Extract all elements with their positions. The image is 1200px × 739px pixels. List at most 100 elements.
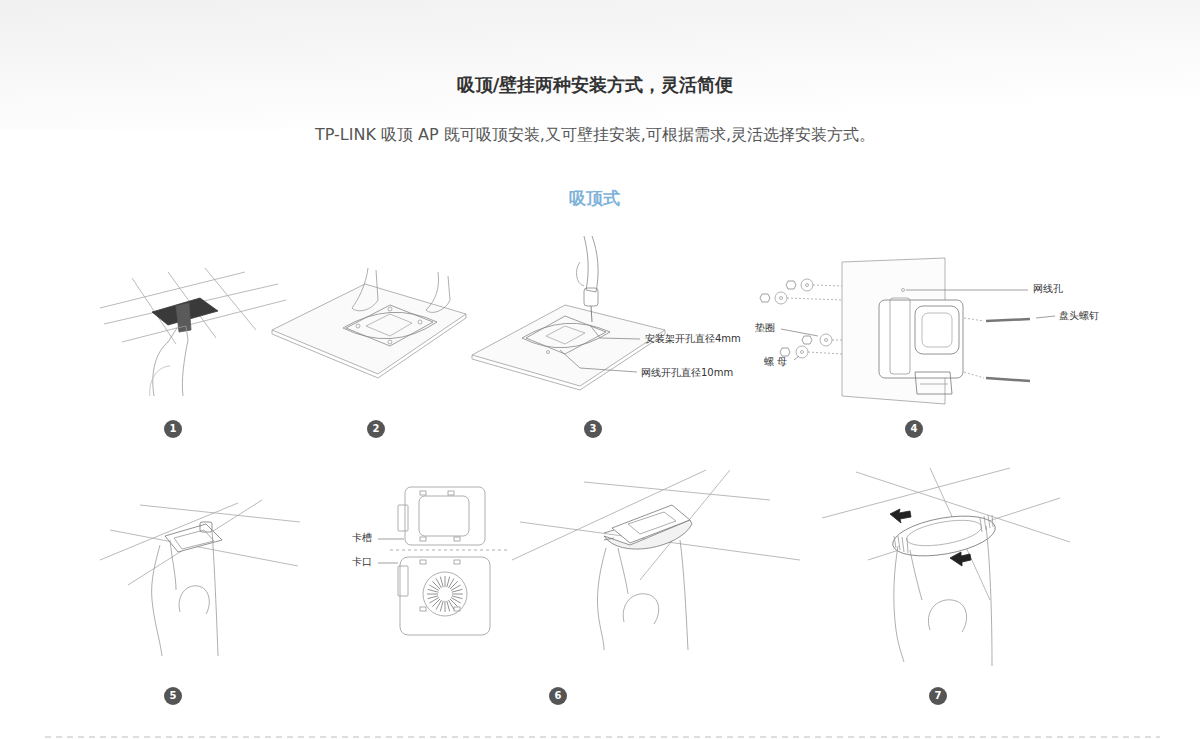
part-label: 网线孔: [1033, 283, 1063, 295]
part-label: 卡槽: [352, 532, 372, 544]
wall-mounting-part: [879, 300, 963, 378]
bracket-placement-part: [272, 284, 466, 374]
bracket-on-ceiling-part: [152, 545, 162, 656]
callout-number: 7: [935, 691, 942, 701]
callout-number: 5: [170, 691, 177, 701]
callout-number: 2: [373, 424, 380, 434]
ceiling-tile-removal-part: [205, 268, 256, 330]
bracket-placement-part: [366, 314, 412, 336]
ap-latching-part: [623, 594, 658, 624]
step-number: 1: [164, 420, 182, 438]
ap-latching-part: [628, 512, 676, 534]
callout-number: 1: [170, 424, 177, 434]
wall-mounting-part: [986, 319, 1030, 321]
bracket-and-ap-part-part: [436, 600, 442, 610]
bracket-and-ap-part-part: [428, 589, 439, 592]
ap-latching-part: [597, 548, 606, 650]
ap-latching-part: [604, 530, 614, 533]
bracket-on-ceiling-part: [200, 522, 212, 532]
wall-mounting-part: [820, 334, 832, 346]
callout-number: 6: [555, 691, 562, 701]
ap-latching-part: [584, 482, 770, 500]
bracket-and-ap-part-part: [428, 596, 439, 599]
bracket-placement-part: [426, 272, 450, 312]
bracket-on-ceiling-part: [100, 503, 238, 560]
ap-rotation-part: [894, 536, 908, 553]
bracket-and-ap-part-part: [440, 577, 443, 588]
part-label: 垫圈: [755, 322, 775, 334]
wall-mounting: [760, 258, 1055, 404]
drilling-part: [547, 351, 550, 354]
bracket-and-ap-part-part: [429, 598, 439, 604]
dimension-label: 安装架开孔直径4mm: [645, 333, 741, 345]
bracket-and-ap-part: [405, 487, 485, 545]
bracket-and-ap-part-part: [445, 601, 446, 612]
ap-latching-part: [512, 470, 706, 560]
part-label: 盘头螺钉: [1059, 310, 1099, 322]
section-heading: 吸顶式: [569, 188, 620, 208]
wall-mounting-part: [915, 372, 952, 394]
bracket-and-ap-part: [419, 496, 469, 536]
ap-rotation-part: [928, 600, 966, 632]
bracket-and-ap-part-part: [447, 577, 450, 588]
bracket-and-ap-part: [378, 539, 404, 540]
ap-latching-part: [604, 538, 614, 540]
bracket-placement-part: [388, 307, 392, 311]
dashed-divider: [45, 737, 1160, 738]
wall-mounting-part: [802, 336, 812, 344]
bracket-and-ap-part: [390, 550, 510, 551]
ap-rotation-part: [986, 526, 992, 666]
subtitle: TP-LINK 吸顶 AP 既可吸顶安装,又可壁挂安装,可根据需求,灵活选择安装…: [315, 125, 875, 144]
bracket-and-ap-part-part: [445, 576, 446, 587]
ceiling-tile-removal: [100, 268, 286, 396]
ap-latching-part: [618, 548, 628, 594]
ap-rotation-part: [822, 468, 1010, 518]
bracket-placement-part: [352, 268, 378, 311]
ceiling-tile-removal-part: [104, 284, 278, 324]
callout-number: 3: [590, 424, 597, 434]
bracket-and-ap-part-part: [429, 585, 439, 591]
wall-mounting-part: [906, 290, 1028, 291]
bracket-on-ceiling-part: [212, 530, 218, 656]
bracket-placement-part: [418, 320, 422, 324]
wall-mounting-part: [964, 318, 984, 321]
wall-mounting-part: [786, 281, 796, 289]
wall-mounting-part: [915, 306, 959, 354]
drilling-part: [522, 323, 610, 347]
wall-mounting-part: [796, 346, 808, 358]
wall-mounting-part: [801, 279, 813, 291]
bracket-placement-part: [388, 340, 392, 344]
bracket-on-ceiling-part: [170, 540, 176, 590]
bracket-and-ap-part-part: [432, 599, 440, 607]
page-title: 吸顶/壁挂两种安装方式，灵活简便: [457, 74, 734, 96]
ceiling-tile-removal-part: [150, 366, 170, 396]
bracket-and-ap-part: [423, 572, 467, 616]
drilling-part: [526, 316, 606, 354]
ap-latching-part: [680, 540, 688, 650]
ap-rotation-part: [890, 509, 999, 563]
wall-mounting-part: [964, 372, 984, 378]
drilling-part: [560, 350, 580, 368]
callout-number: 4: [911, 424, 918, 434]
ap-rotation-part: [894, 546, 904, 662]
bracket-and-ap-part-part: [449, 578, 455, 588]
bracket-and-ap-part-part: [432, 581, 440, 589]
bracket-and-ap-part: [400, 557, 490, 635]
bracket-and-ap-part: [398, 566, 408, 596]
ceiling-tile-removal-part: [153, 326, 188, 396]
part-label: 卡口: [352, 556, 372, 568]
drilling-part: [546, 326, 585, 344]
drilling-part: [577, 262, 584, 286]
bracket-placement-part: [272, 314, 466, 378]
bracket-and-ap-part: [427, 576, 463, 612]
bracket-and-ap-part: [454, 560, 460, 564]
step-number: 5: [164, 687, 182, 705]
ap-rotation-part: [905, 516, 984, 551]
bracket-and-ap-part: [420, 607, 426, 611]
bracket-and-ap-part-part: [427, 594, 438, 595]
bracket-and-ap-part: [420, 491, 426, 495]
drilling-part: [590, 325, 600, 338]
